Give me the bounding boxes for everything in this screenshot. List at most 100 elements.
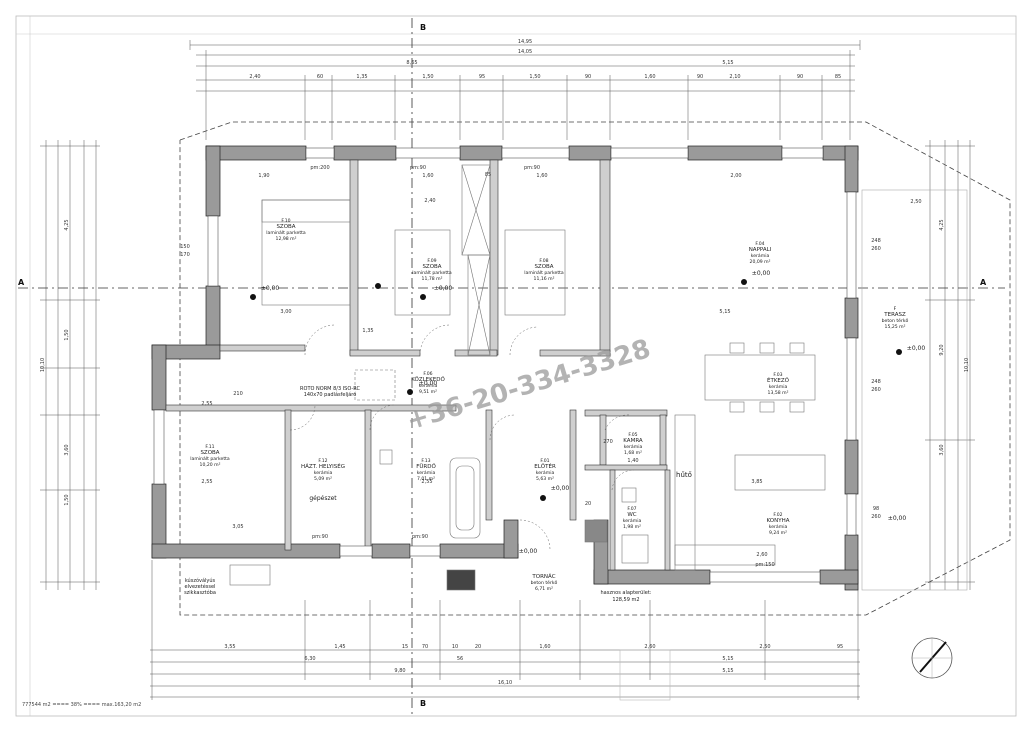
room-label-9-line-4: 5,09 m² [314, 476, 332, 482]
furniture [229, 164, 826, 701]
phone-watermark: +36-20-334-3328 [403, 334, 654, 437]
dim-top-chain-12: 85 [835, 74, 841, 80]
level-mark-2: ±0,00 [434, 285, 453, 292]
room-label-12-line-1: F.05 [628, 432, 637, 438]
note-hute: hűtő [676, 470, 692, 479]
room-label-2-line-2: SZOBA [422, 264, 441, 270]
note-hasznos: hasznos alapterület: [601, 590, 652, 596]
dim-misc-13: 98 [873, 506, 879, 512]
room-label-5-line-4: 15,25 m² [885, 324, 906, 330]
dim-bottom-chain-9: 2,50 [759, 644, 770, 650]
room-label-8-line-4: 13,58 m² [768, 390, 789, 396]
room-label-10-line-2: FÜRDŐ [416, 463, 436, 470]
room-label-11-line-3: kerámia [536, 469, 555, 476]
dim-misc-1: pm:200 [310, 165, 329, 171]
note-gepeszet: gépészet [309, 495, 337, 502]
room-label-8-line-2: ÉTKEZŐ [767, 376, 790, 384]
dim-bottom-chain-4: 70 [422, 644, 428, 650]
dim-misc-5: pm:90 [412, 534, 428, 540]
room-label-12-line-4: 1,68 m² [624, 450, 642, 456]
room-label-3-line-2: SZOBA [534, 264, 553, 270]
section-a-left: A [18, 278, 25, 287]
room-label-15-line-2: TORNÁC [531, 573, 555, 580]
dim-top-chain-8: 1,60 [644, 74, 655, 80]
room-label-13-line-4: 1,98 m² [623, 524, 641, 530]
room-label-3-line-1: F.08 [539, 258, 548, 264]
dim-misc-11: 248 [871, 379, 881, 385]
dim-bottom-chain-6: 20 [475, 644, 481, 650]
room-label-2-line-1: F.09 [427, 258, 436, 264]
room-label-10-line-3: kerámia [417, 469, 436, 476]
room-label-13-line-3: kerámia [623, 517, 642, 524]
dim-bottom-chain-2: 1,45 [334, 644, 345, 650]
room-label-5-line-1: F [894, 306, 897, 312]
room-label-14-line-4: 9,24 m² [769, 530, 787, 536]
dim-bottom-chain-10: 95 [837, 644, 843, 650]
dim-room-width-16: 1,35 [362, 328, 373, 334]
dim-room-width-2: 3,00 [280, 309, 291, 315]
room-label-4-line-1: F.04 [755, 241, 764, 247]
dim-misc-10: 260 [871, 246, 881, 252]
dim-top-chain-3: 1,35 [356, 74, 367, 80]
room-label-4-line-4: 20,09 m² [750, 259, 771, 265]
north-arrow-icon [911, 637, 953, 679]
room-label-3-line-4: 11,16 m² [534, 276, 555, 282]
room-label-8-line-1: F.03 [773, 372, 782, 378]
dim-misc-15: 270 [603, 439, 613, 445]
note-kuszo-2: elvezetéssel [185, 583, 216, 590]
note-hasznos-val: 128,59 m2 [612, 597, 639, 603]
room-label-2-line-4: 11,78 m² [422, 276, 443, 282]
room-label-12-line-3: kerámia [624, 443, 643, 450]
dim-bot-2b: 56 [457, 656, 463, 662]
room-label-11-line-1: F.01 [540, 458, 549, 464]
room-label-1-line-4: 12,98 m² [276, 236, 297, 242]
room-label-1-line-3: laminált parketta [266, 229, 306, 236]
dim-top-chain-11: 90 [797, 74, 803, 80]
dim-misc-3: pm:90 [524, 165, 540, 171]
room-label-13-line-1: F.07 [627, 506, 636, 512]
room-label-1-line-1: F.10 [281, 218, 290, 224]
dim-bot-3b: 5,15 [722, 668, 733, 674]
footer-note: 777544 m2 ==== 38% ==== max.163,20 m2 [22, 702, 141, 708]
note-roto-2: 140x70 padlásfeljáró [304, 391, 357, 398]
dim-bottom-chain-1: 3,55 [224, 644, 235, 650]
section-a-right: A [980, 278, 987, 287]
dim-top-chain-2: 60 [317, 74, 323, 80]
room-label-9-line-1: F.12 [318, 458, 327, 464]
dim-left-chain-4: 1,50 [64, 494, 70, 505]
room-label-7-line-1: F.06 [423, 371, 432, 377]
dim-misc-8: 170 [180, 252, 190, 258]
room-label-6-line-2: SZOBA [200, 450, 219, 456]
dim-bottom-chain-3: 15 [402, 644, 408, 650]
room-label-15-line-3: beton térkő [531, 579, 558, 586]
room-label-8-line-3: kerámia [769, 383, 788, 390]
room-label-11-line-2: ELŐTÉR [534, 462, 556, 470]
section-b-top: B [420, 23, 426, 32]
dim-top-2: 14,05 [518, 49, 532, 55]
room-label-5-line-2: TERASZ [883, 312, 906, 318]
room-label-9-line-2: HÁZT. HELYISÉG [301, 462, 345, 470]
level-mark-8: ±0,00 [888, 515, 907, 522]
room-label-14-line-1: F.02 [773, 512, 782, 518]
dim-misc-2: pm:90 [410, 165, 426, 171]
dim-top-chain-4: 1,50 [422, 74, 433, 80]
note-kuszo-3: szikkasztóba [184, 589, 216, 596]
dim-right-chain-2: 9,20 [939, 344, 945, 355]
dim-misc-7: 150 [180, 244, 190, 250]
sheet-border [15, 15, 1017, 717]
dim-left-chain: 4,251,503,601,50 [64, 219, 70, 505]
top-dimension-chains [189, 40, 861, 140]
dim-room-width-1: 1,90 [258, 173, 269, 179]
dim-top-chain-1: 2,40 [249, 74, 260, 80]
level-mark-6: ±0,00 [551, 485, 570, 492]
room-label-4-line-2: NAPPALI [749, 247, 772, 253]
room-label-1-line-2: SZOBA [276, 224, 295, 230]
dim-misc-12: 260 [871, 387, 881, 393]
room-label-11-line-4: 5,63 m² [536, 476, 554, 482]
dim-left-chain-1: 4,25 [64, 219, 70, 230]
door-swings [289, 324, 635, 551]
